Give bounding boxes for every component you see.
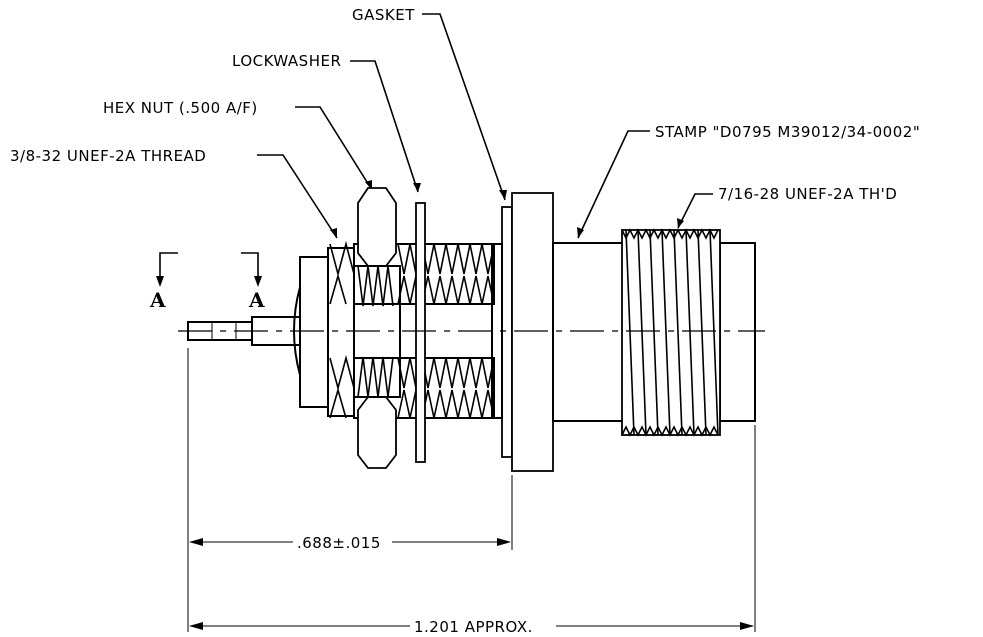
lockwasher — [415, 202, 426, 463]
thread-large-leader — [677, 193, 713, 229]
connector-body — [178, 187, 765, 472]
lockwasher-leader — [350, 60, 419, 193]
gasket — [501, 206, 513, 458]
dim-long-text: 1.201 APPROX. — [414, 618, 533, 636]
leader-lines — [257, 13, 713, 239]
hex-nut — [353, 187, 401, 469]
hex-nut-label: HEX NUT (.500 A/F) — [103, 99, 258, 117]
lockwasher-label: LOCKWASHER — [232, 52, 341, 70]
section-letter-right: A — [248, 288, 265, 312]
thread-small-leader — [257, 154, 338, 239]
gasket-label: GASKET — [352, 6, 415, 24]
thread-large-label: 7/16-28 UNEF-2A TH'D — [718, 185, 897, 203]
stamp-label: STAMP "D0795 M39012/34-0002" — [655, 123, 920, 141]
thread-large — [621, 228, 721, 437]
rear-body — [299, 256, 329, 408]
flange — [511, 192, 554, 472]
section-marker-left-line — [159, 252, 178, 280]
dim-short-text: .688±.015 — [297, 534, 381, 552]
section-marker-right-line — [241, 252, 259, 280]
gasket-leader — [422, 13, 506, 201]
dimensions: .688±.015 1.201 APPROX. — [187, 348, 756, 636]
section-letter-left: A — [149, 288, 166, 312]
hex-nut-leader — [295, 106, 373, 191]
thread-small-label: 3/8-32 UNEF-2A THREAD — [10, 147, 206, 165]
stamp-leader — [577, 130, 650, 239]
rear-collar — [327, 247, 355, 417]
section-marker: A A — [149, 252, 265, 312]
